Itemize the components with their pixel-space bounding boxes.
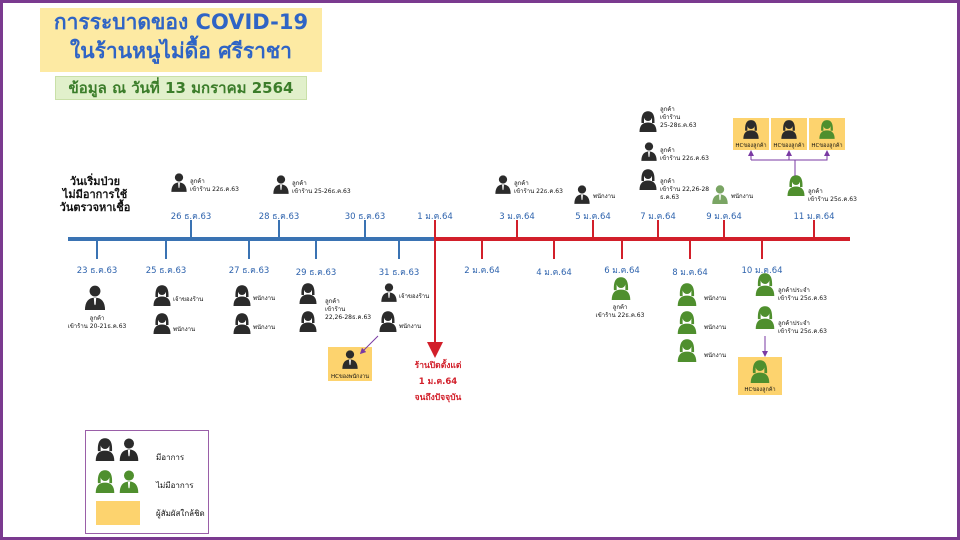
- case-25-dec-a-caption: เจ้าของร้าน: [173, 296, 204, 303]
- tick-25-dec: [165, 240, 167, 259]
- date-label-5-jan: 5 ม.ค.64: [575, 212, 611, 222]
- hc-label: HCของลูกค้า: [735, 143, 767, 149]
- hc-customer-label: HCของลูกค้า: [744, 387, 776, 393]
- case-5-jan-caption: พนักงาน: [593, 193, 616, 200]
- date-label-11-jan: 11 ม.ค.64: [793, 212, 835, 222]
- timeline-blue-segment: [68, 237, 436, 241]
- legend: มีอาการ ไม่มีอาการ ผู้สัมผัสใกล้ชิด: [85, 430, 209, 534]
- date-label-6-jan: 6 ม.ค.64: [604, 266, 640, 276]
- case-7-jan-b-caption: ลูกค้าเข้าร้าน 22ธ.ค.63: [660, 147, 709, 162]
- case-8-jan-b-caption: พนักงาน: [704, 324, 727, 331]
- tick-31-dec: [398, 240, 400, 259]
- tick-6-jan: [621, 240, 623, 259]
- axis-label: วันเริ่มป่วย ไม่มีอาการใช้ วันตรวจหาเชื้…: [50, 175, 140, 214]
- date-label-2-jan: 2 ม.ค.64: [464, 266, 500, 276]
- closure-line-3: จนถึงปัจจุบัน: [414, 393, 462, 403]
- case-10-jan-a-caption: ลูกค้าประจำเข้าร้าน 25ธ.ค.63: [778, 287, 827, 302]
- case-6-jan-caption: ลูกค้าเข้าร้าน 22ธ.ค.63: [595, 304, 645, 319]
- date-label-25-dec: 25 ธ.ค.63: [145, 266, 187, 276]
- tick-7-jan: [657, 220, 659, 239]
- legend-woman-icon: [94, 437, 116, 461]
- tick-9-jan: [723, 220, 725, 239]
- legend-symptomatic-label: มีอาการ: [156, 453, 185, 462]
- case-28-dec-caption: ลูกค้าเข้าร้าน 25-26ธ.ค.63: [292, 180, 351, 195]
- contact-arrow-customer-3: [795, 150, 830, 161]
- case-11-jan-caption: ลูกค้าเข้าร้าน 25ธ.ค.63: [808, 188, 857, 203]
- case-25-dec-b-caption: พนักงาน: [173, 326, 196, 333]
- date-label-10-jan: 10 ม.ค.64: [741, 266, 783, 276]
- legend-man-icon: [118, 437, 140, 461]
- case-26-dec-caption: ลูกค้าเข้าร้าน 22ธ.ค.63: [190, 178, 239, 193]
- tick-30-dec: [364, 220, 366, 239]
- date-label-9-jan: 9 ม.ค.64: [706, 212, 742, 222]
- date-label-1-jan: 1 ม.ค.64: [417, 212, 453, 222]
- case-10-jan-b-caption: ลูกค้าประจำเข้าร้าน 25ธ.ค.63: [778, 320, 827, 335]
- case-31-dec-b-caption: พนักงาน: [399, 323, 422, 330]
- date-label-30-dec: 30 ธ.ค.63: [344, 212, 386, 222]
- tick-29-dec: [315, 240, 317, 259]
- title-line-1: การระบาดของ COVID-19: [53, 10, 309, 34]
- contact-arrow-branch: [751, 159, 796, 176]
- timeline-red-segment: [436, 237, 850, 241]
- case-31-dec-a-caption: เจ้าของร้าน: [399, 293, 430, 300]
- date-label-3-jan: 3 ม.ค.64: [499, 212, 535, 222]
- legend-man-green-icon: [118, 469, 140, 493]
- closure-line-1: ร้านปิดตั้งแต่: [414, 361, 462, 371]
- legend-asymptomatic-label: ไม่มีอาการ: [156, 481, 194, 490]
- title-box: การระบาดของ COVID-19 ในร้านหนูไม่ดื้อ ศร…: [40, 8, 322, 72]
- date-label-7-jan: 7 ม.ค.64: [640, 212, 676, 222]
- case-27-dec-b-caption: พนักงาน: [253, 324, 276, 331]
- hc-employee-label: HCของพนักงาน: [331, 374, 369, 380]
- tick-26-dec: [190, 220, 192, 239]
- contact-arrow-employee: [359, 335, 379, 355]
- hc-label: HCของลูกค้า: [811, 143, 843, 149]
- date-label-28-dec: 28 ธ.ค.63: [258, 212, 300, 222]
- data-date-note: ข้อมูล ณ วันที่ 13 มกราคม 2564: [55, 76, 307, 100]
- tick-8-jan: [689, 240, 691, 259]
- axis-label-line-3: วันตรวจหาเชื้อ: [59, 201, 131, 214]
- hc-label: HCของลูกค้า: [773, 143, 805, 149]
- date-label-8-jan: 8 ม.ค.64: [672, 268, 708, 278]
- legend-contact-swatch: [96, 501, 140, 525]
- case-9-jan-caption: พนักงาน: [731, 193, 754, 200]
- tick-4-jan: [553, 240, 555, 259]
- case-8-jan-c-caption: พนักงาน: [704, 352, 727, 359]
- tick-11-jan: [813, 220, 815, 239]
- closure-line-2: 1 ม.ค.64: [418, 377, 458, 387]
- case-8-jan-a-caption: พนักงาน: [704, 295, 727, 302]
- tick-2-jan: [481, 240, 483, 259]
- axis-label-line-2: ไม่มีอาการใช้: [62, 188, 128, 201]
- date-label-29-dec: 29 ธ.ค.63: [295, 268, 337, 278]
- date-label-27-dec: 27 ธ.ค.63: [228, 266, 270, 276]
- tick-23-dec: [96, 240, 98, 259]
- axis-label-line-1: วันเริ่มป่วย: [69, 175, 121, 188]
- legend-contact-label: ผู้สัมผัสใกล้ชิด: [156, 509, 205, 518]
- closure-note: ร้านปิดตั้งแต่ 1 ม.ค.64 จนถึงปัจจุบัน: [403, 358, 473, 406]
- tick-3-jan: [516, 220, 518, 239]
- date-label-4-jan: 4 ม.ค.64: [536, 268, 572, 278]
- date-label-23-dec: 23 ธ.ค.63: [76, 266, 118, 276]
- case-23-dec-caption: ลูกค้าเข้าร้าน 20-21ธ.ค.63: [67, 315, 127, 330]
- tick-5-jan: [592, 220, 594, 239]
- tick-27-dec: [248, 240, 250, 259]
- case-3-jan-caption: ลูกค้าเข้าร้าน 22ธ.ค.63: [514, 180, 563, 195]
- legend-woman-green-icon: [94, 469, 116, 493]
- case-27-dec-a-caption: พนักงาน: [253, 295, 276, 302]
- tick-10-jan: [761, 240, 763, 259]
- tick-28-dec: [278, 220, 280, 239]
- title-line-2: ในร้านหนูไม่ดื้อ ศรีราชา: [70, 39, 292, 63]
- date-label-31-dec: 31 ธ.ค.63: [378, 268, 420, 278]
- date-label-26-dec: 26 ธ.ค.63: [170, 212, 212, 222]
